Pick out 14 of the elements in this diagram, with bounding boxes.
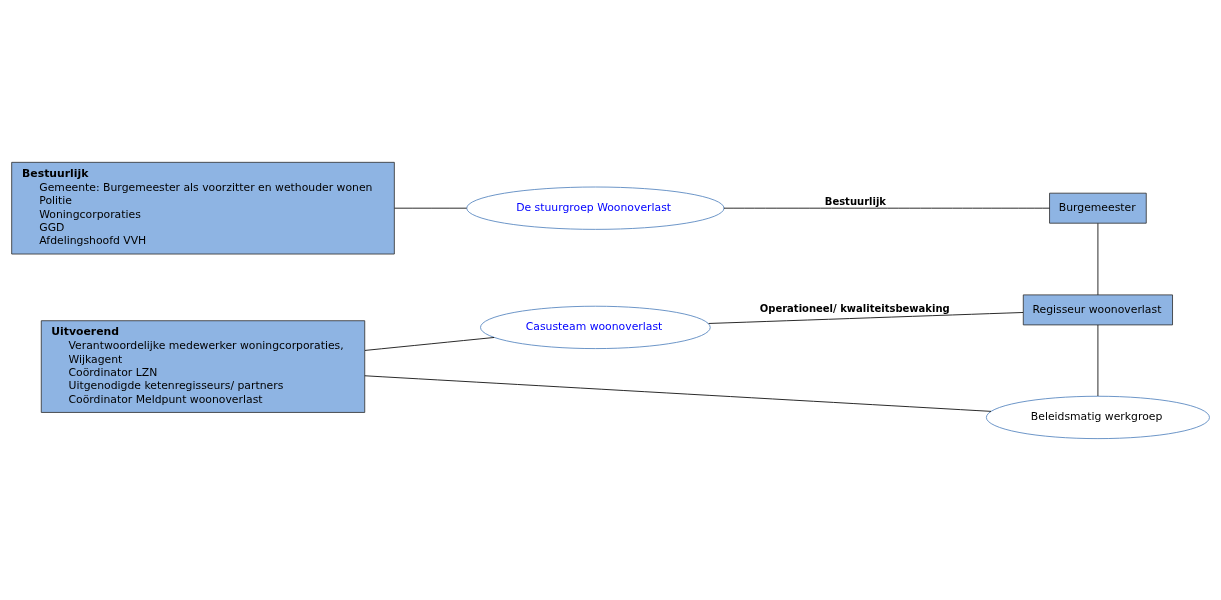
- connector: [723, 207, 1050, 209]
- edge-label: Bestuurlijk: [824, 195, 887, 207]
- node-box: Regisseur woonoverlast: [1022, 293, 1173, 325]
- connector: [394, 207, 467, 209]
- node-box: Burgemeester: [1049, 192, 1147, 224]
- node-ellipse: Casusteam woonoverlast: [480, 305, 711, 349]
- node-ellipse: Beleidsmatig werkgroep: [985, 395, 1210, 439]
- connector: [708, 311, 1024, 324]
- edge-label: Operationeel/ kwaliteitsbewaking: [759, 302, 950, 314]
- connector: [364, 336, 495, 351]
- connector: [364, 374, 992, 412]
- node-ellipse: De stuurgroep Woonoverlast: [466, 186, 725, 230]
- node-box: Uitvoerend Verantwoordelijke medewerker woningcorporaties, Wijkagent Coördinator LZN Uitgenodigde ketenregisseurs/ partners Coördinator Meldpunt woonoverlast: [40, 319, 366, 413]
- node-box: Bestuurlijk Gemeente: Burgemeester als voorzitter en wethouder wonen Politie Woningcorporaties GGD Afdelingshoofd VVH: [11, 161, 395, 254]
